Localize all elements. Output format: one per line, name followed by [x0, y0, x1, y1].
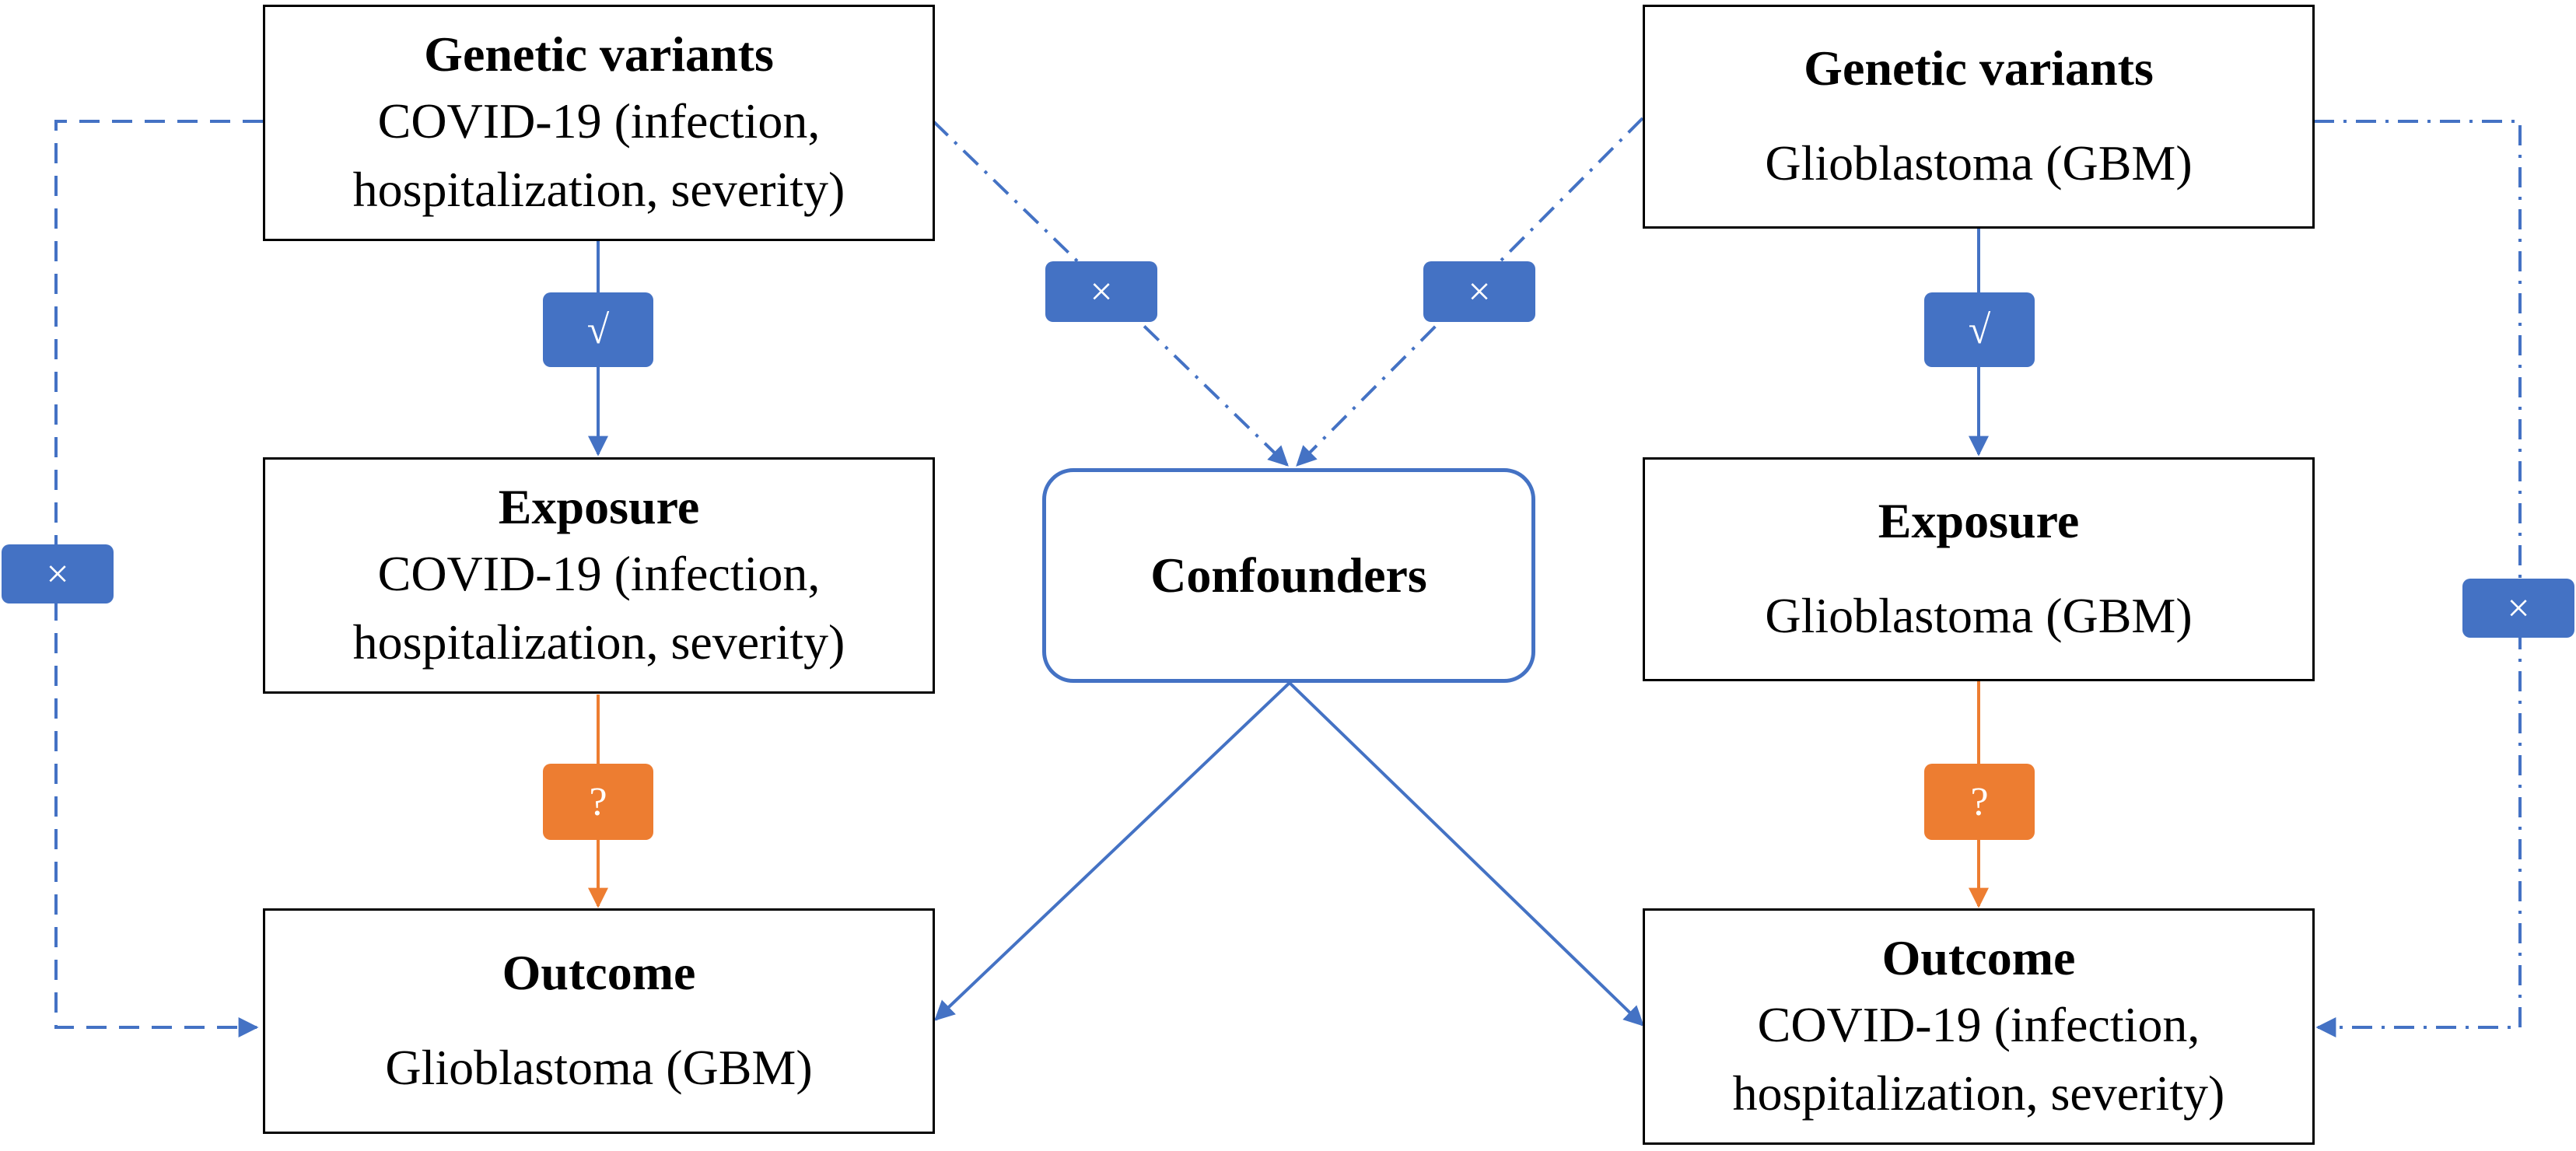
confounders-to-right-outcome-line — [1288, 681, 1644, 1027]
confounders-box: Confounders — [1042, 468, 1535, 683]
right-confounder-cross-badge: × — [1423, 261, 1535, 322]
cross-icon: × — [1468, 269, 1491, 314]
confounders-to-left-outcome-line — [934, 681, 1291, 1021]
question-icon: ? — [589, 779, 607, 824]
cross-icon: × — [46, 551, 69, 596]
right-question-badge: ? — [1924, 764, 2035, 840]
left-gv-title: Genetic variants — [424, 26, 774, 82]
confounders-label: Confounders — [1150, 548, 1427, 603]
right-check-badge: √ — [1924, 292, 2035, 367]
cross-icon: × — [1090, 269, 1113, 314]
right-exposure-box: Exposure Glioblastoma (GBM) — [1643, 457, 2315, 681]
right-exposure-title: Exposure — [1878, 493, 2080, 548]
right-outcome-line2: hospitalization, severity) — [1732, 1065, 2225, 1121]
left-outcome-line1: Glioblastoma (GBM) — [385, 1040, 813, 1095]
right-exposure-line1: Glioblastoma (GBM) — [1765, 588, 2193, 643]
left-exposure-box: Exposure COVID-19 (infection, hospitaliz… — [263, 457, 935, 694]
check-icon: √ — [586, 307, 610, 352]
right-outer-cross-badge: × — [2462, 579, 2574, 638]
left-exposure-title: Exposure — [498, 479, 700, 534]
left-confounder-cross-badge: × — [1045, 261, 1157, 322]
left-outcome-box: Outcome Glioblastoma (GBM) — [263, 908, 935, 1134]
left-outer-cross-badge: × — [2, 544, 114, 603]
right-gv-title: Genetic variants — [1804, 40, 2154, 96]
cross-icon: × — [2507, 586, 2530, 631]
question-icon: ? — [1970, 779, 1989, 824]
right-genetic-variants-box: Genetic variants Glioblastoma (GBM) — [1643, 5, 2315, 229]
left-genetic-variants-box: Genetic variants COVID-19 (infection, ho… — [263, 5, 935, 241]
right-gv-line1: Glioblastoma (GBM) — [1765, 135, 2193, 191]
right-outcome-box: Outcome COVID-19 (infection, hospitaliza… — [1643, 908, 2315, 1145]
right-outcome-line1: COVID-19 (infection, — [1757, 997, 2200, 1052]
left-check-badge: √ — [543, 292, 653, 367]
right-dashdot-path — [2314, 120, 2522, 1037]
left-question-badge: ? — [543, 764, 653, 840]
left-outcome-title: Outcome — [502, 945, 696, 1000]
check-icon: √ — [1968, 307, 1991, 352]
left-gv-line2: hospitalization, severity) — [352, 162, 845, 217]
left-exposure-line2: hospitalization, severity) — [352, 614, 845, 670]
right-outcome-title: Outcome — [1881, 930, 2076, 985]
right-gv-to-confounders-line — [1296, 117, 1644, 467]
left-gv-line1: COVID-19 (infection, — [377, 93, 821, 149]
left-exposure-line1: COVID-19 (infection, — [377, 546, 821, 601]
